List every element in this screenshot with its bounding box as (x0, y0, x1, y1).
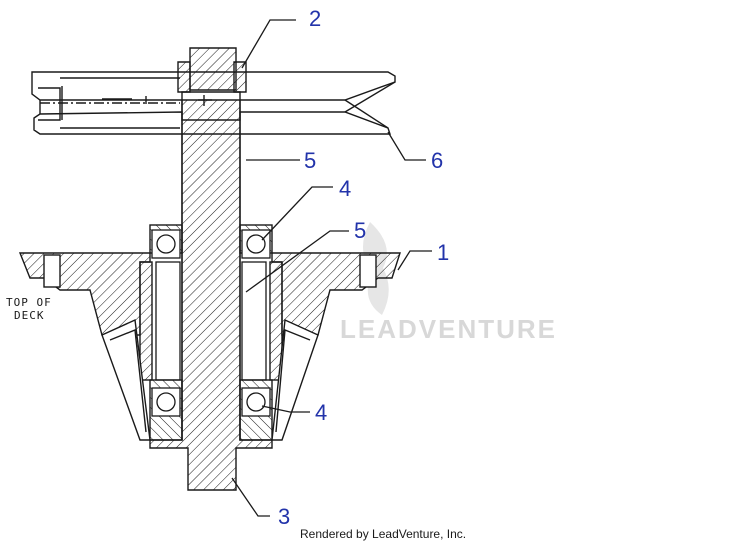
callout-5-spacer: 5 (354, 218, 366, 243)
callout-6: 6 (431, 148, 443, 173)
callout-1: 1 (437, 240, 449, 265)
callout-3: 3 (278, 504, 290, 529)
deck-note: TOP OF DECK (6, 296, 52, 322)
callouts: 2 5 6 4 5 1 4 3 (278, 6, 449, 529)
bearings (151, 229, 271, 417)
deck-note-line2: DECK (14, 309, 45, 322)
deck-note-line1: TOP OF (6, 296, 52, 309)
watermark: LEADVENTURE (340, 222, 557, 344)
callout-4-top: 4 (339, 176, 351, 201)
watermark-text: LEADVENTURE (340, 314, 557, 344)
leader-lines (231, 19, 432, 517)
callout-5-shaft: 5 (304, 148, 316, 173)
callout-2: 2 (309, 6, 321, 31)
pulley (31, 61, 396, 135)
rendered-by-footer: Rendered by LeadVenture, Inc. (300, 527, 466, 541)
callout-4-bottom: 4 (315, 400, 327, 425)
